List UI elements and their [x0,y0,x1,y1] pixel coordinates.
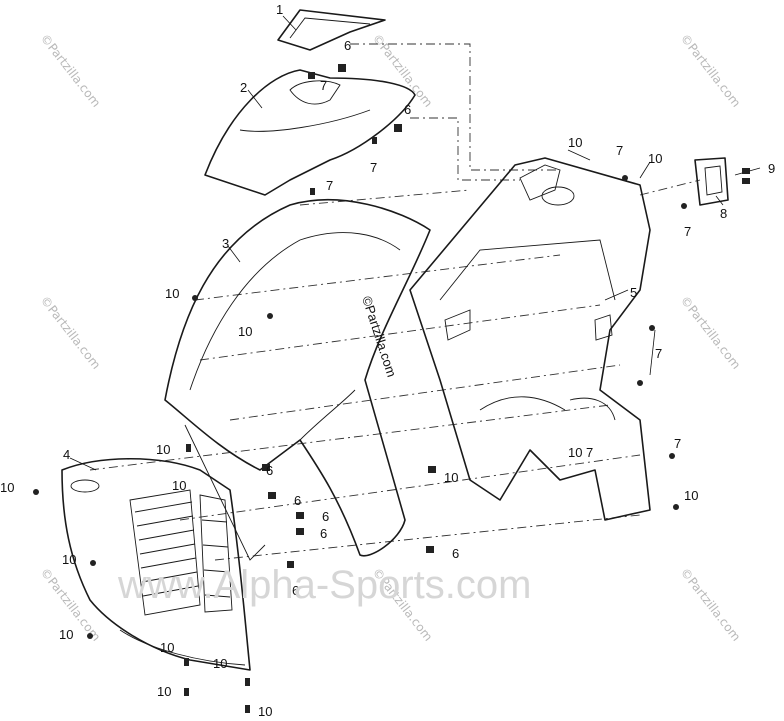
watermark-mid-right: ©Partzilla.com [678,293,744,372]
leader-lines [69,15,761,471]
label-6c: 6 [266,463,273,478]
label-10b: 10 [648,151,662,166]
label-7g: 7 [586,445,593,460]
label-6a: 6 [344,38,351,53]
label-10g: 10 [444,470,458,485]
label-10e: 10 [156,442,170,457]
label-7d: 7 [616,143,623,158]
part-8-bracket [694,157,729,206]
label-6e: 6 [322,509,329,524]
watermark-top-mid: ©Partzilla.com [370,31,436,110]
label-9: 9 [768,161,775,176]
label-7h: 7 [674,436,681,451]
watermark-bottom-right: ©Partzilla.com [678,565,744,644]
watermark-center: ©Partzilla.com [359,294,399,379]
label-10a: 10 [568,135,582,150]
label-10c: 10 [165,286,179,301]
part-5-inner-cover [409,157,651,521]
label-5: 5 [630,285,637,300]
label-1: 1 [276,2,283,17]
label-6b: 6 [404,102,411,117]
part-3-front-shield [164,198,431,561]
label-10j: 10 [0,480,14,495]
label-2: 2 [240,80,247,95]
label-6f: 6 [320,526,327,541]
label-7c: 7 [326,178,333,193]
label-8: 8 [720,206,727,221]
fasteners [33,64,750,713]
label-10l: 10 [59,627,73,642]
label-10m: 10 [160,640,174,655]
label-6h: 6 [292,583,299,598]
assembly-lines [89,43,701,561]
watermark-top-left: ©Partzilla.com [38,31,104,110]
part-4-lower-panel [61,457,251,671]
label-7b: 7 [370,160,377,175]
watermark-mid-left: ©Partzilla.com [38,293,104,372]
label-10f: 10 [568,445,582,460]
label-10k: 10 [62,552,76,567]
label-7e: 7 [684,224,691,239]
label-3: 3 [222,236,229,251]
grille-right [199,494,233,613]
label-10i: 10 [172,478,186,493]
label-6g: 6 [452,546,459,561]
label-4: 4 [63,447,70,462]
watermark-site: www.Alpha-Sports.com [117,563,531,607]
part-1-windscreen [277,9,386,51]
label-10h: 10 [684,488,698,503]
label-10d: 10 [238,324,252,339]
watermark-top-right: ©Partzilla.com [678,31,744,110]
label-7f: 7 [655,346,662,361]
grille-left [129,489,201,616]
label-10o: 10 [213,656,227,671]
part-2-upper-cover [204,69,416,196]
label-10p: 10 [258,704,272,719]
label-10n: 10 [157,684,171,699]
label-7a: 7 [320,78,327,93]
label-6d: 6 [294,493,301,508]
